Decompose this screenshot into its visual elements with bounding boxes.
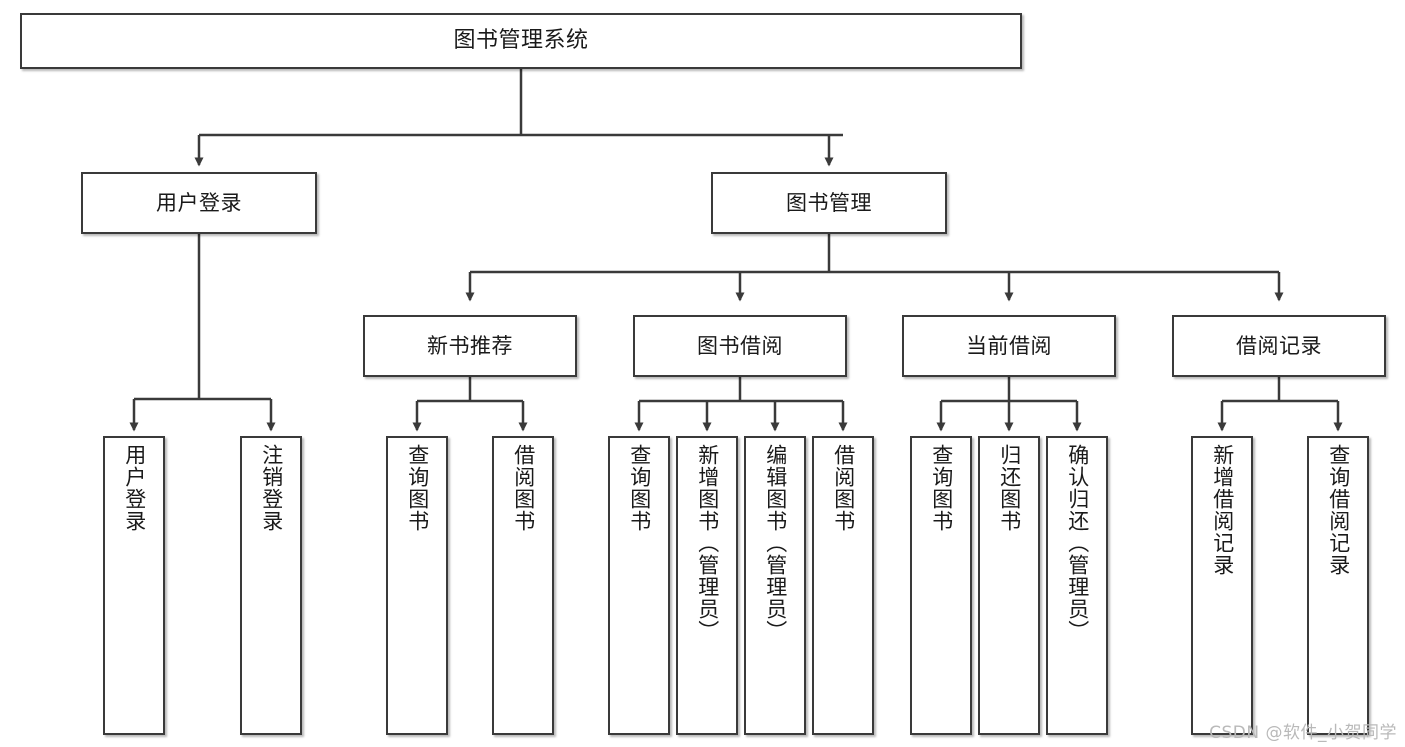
node-leaf-query-record-label: 查询借阅记录 — [1326, 444, 1351, 576]
node-root[interactable]: 图书管理系统 — [20, 13, 1022, 69]
node-leaf-query-record[interactable]: 查询借阅记录 — [1307, 436, 1369, 735]
node-leaf-query-book-1[interactable]: 查询图书 — [386, 436, 448, 735]
node-leaf-logout-login[interactable]: 注销登录 — [240, 436, 302, 735]
node-leaf-query-book-2[interactable]: 查询图书 — [608, 436, 670, 735]
node-leaf-query-book-3[interactable]: 查询图书 — [910, 436, 972, 735]
node-leaf-edit-book-label: 编辑图书（管理员） — [763, 444, 788, 642]
node-leaf-query-book-1-label: 查询图书 — [405, 444, 430, 532]
node-leaf-add-book-label: 新增图书（管理员） — [695, 444, 720, 642]
node-book-borrow[interactable]: 图书借阅 — [633, 315, 847, 377]
node-new-book-recommend[interactable]: 新书推荐 — [363, 315, 577, 377]
node-leaf-return-book[interactable]: 归还图书 — [978, 436, 1040, 735]
node-leaf-confirm-return[interactable]: 确认归还（管理员） — [1046, 436, 1108, 735]
node-borrow-record[interactable]: 借阅记录 — [1172, 315, 1386, 377]
node-user-login[interactable]: 用户登录 — [81, 172, 317, 234]
watermark-text: CSDN @软件_小贺同学 — [1209, 723, 1397, 743]
node-borrow-record-label: 借阅记录 — [1236, 333, 1322, 358]
node-leaf-query-book-2-label: 查询图书 — [627, 444, 652, 532]
node-current-borrow[interactable]: 当前借阅 — [902, 315, 1116, 377]
node-book-borrow-label: 图书借阅 — [697, 333, 783, 358]
node-current-borrow-label: 当前借阅 — [966, 333, 1052, 358]
node-leaf-logout-login-label: 注销登录 — [259, 444, 284, 532]
node-new-book-recommend-label: 新书推荐 — [427, 333, 513, 358]
node-leaf-user-login[interactable]: 用户登录 — [103, 436, 165, 735]
node-leaf-add-record-label: 新增借阅记录 — [1210, 444, 1235, 576]
node-leaf-borrow-book-2-label: 借阅图书 — [831, 444, 856, 532]
node-leaf-borrow-book-1[interactable]: 借阅图书 — [492, 436, 554, 735]
node-leaf-edit-book[interactable]: 编辑图书（管理员） — [744, 436, 806, 735]
node-root-label: 图书管理系统 — [453, 28, 589, 54]
node-leaf-add-book[interactable]: 新增图书（管理员） — [676, 436, 738, 735]
node-leaf-borrow-book-1-label: 借阅图书 — [511, 444, 536, 532]
node-leaf-add-record[interactable]: 新增借阅记录 — [1191, 436, 1253, 735]
node-book-manage-label: 图书管理 — [786, 190, 872, 215]
node-leaf-confirm-return-label: 确认归还（管理员） — [1065, 444, 1090, 642]
node-user-login-label: 用户登录 — [156, 190, 242, 215]
node-leaf-borrow-book-2[interactable]: 借阅图书 — [812, 436, 874, 735]
node-leaf-user-login-label: 用户登录 — [122, 444, 147, 532]
node-leaf-query-book-3-label: 查询图书 — [929, 444, 954, 532]
node-book-manage[interactable]: 图书管理 — [711, 172, 947, 234]
node-leaf-return-book-label: 归还图书 — [997, 444, 1022, 532]
